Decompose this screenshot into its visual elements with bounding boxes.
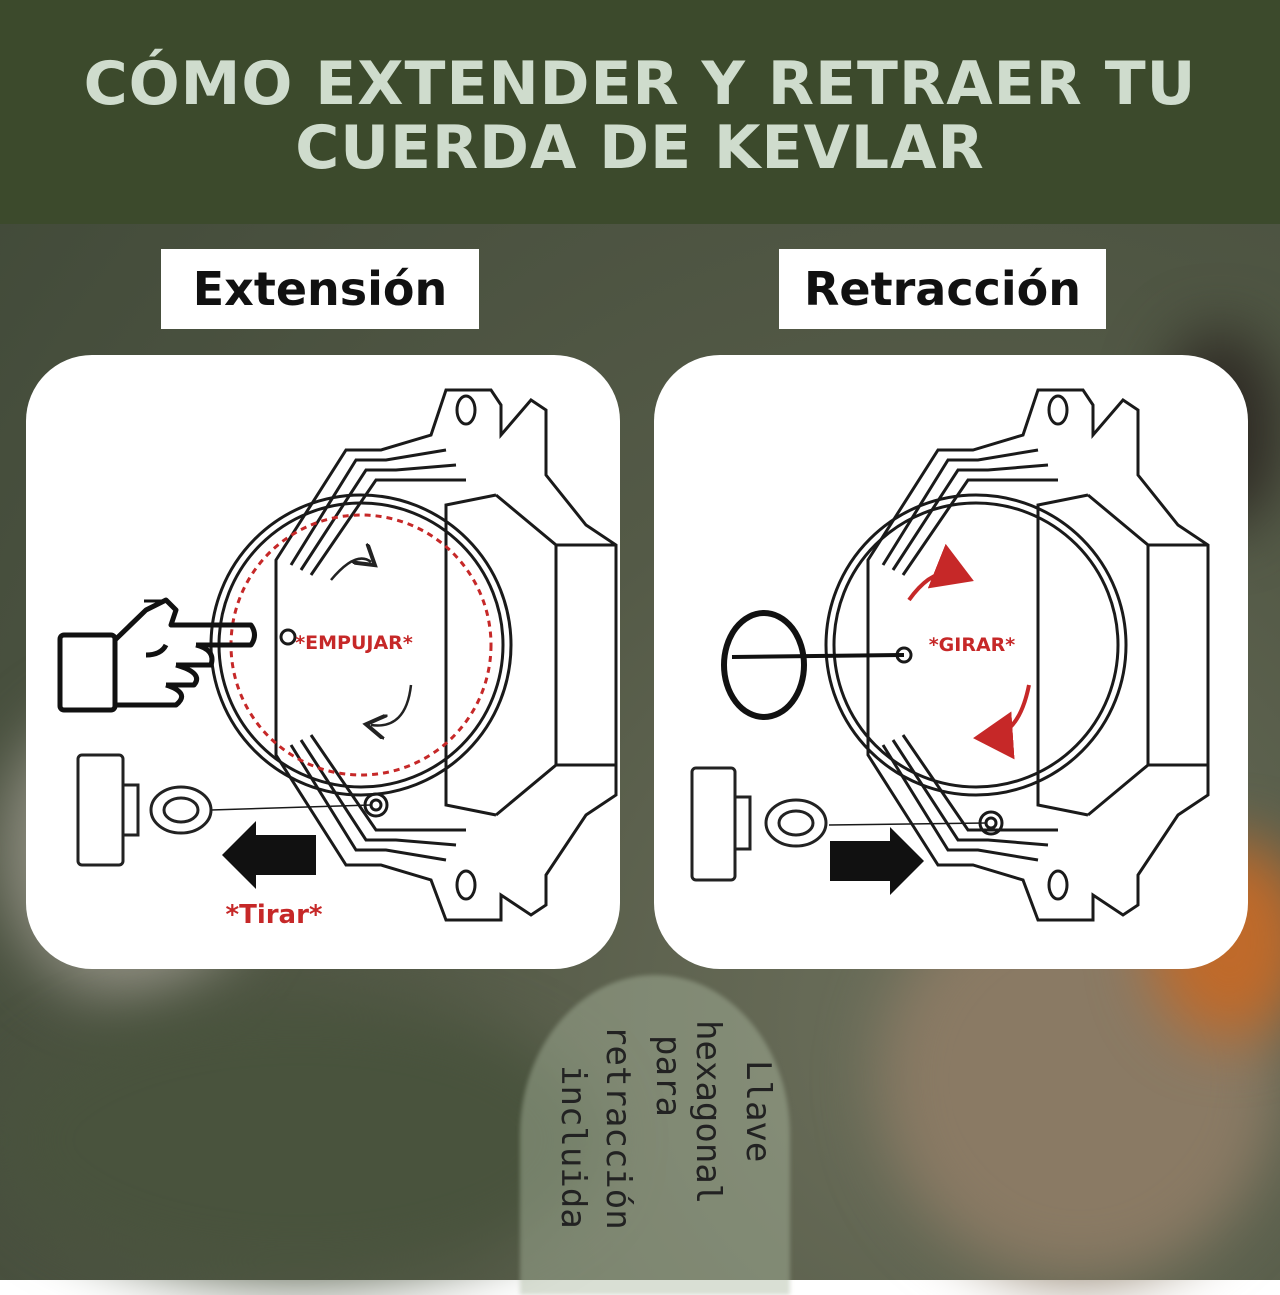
note-line-4: retracción xyxy=(598,1025,638,1230)
arrow-left-icon xyxy=(222,821,316,889)
anchor-mount xyxy=(76,753,213,867)
note-bubble xyxy=(520,975,790,1295)
hex-key-icon xyxy=(721,610,905,720)
extension-panel: *EMPUJAR* *Tirar* xyxy=(26,355,620,969)
page-title: CÓMO EXTENDER Y RETRAER TU CUERDA DE KEV… xyxy=(0,52,1280,180)
note-line-5: incluida xyxy=(553,1065,593,1229)
reel-device xyxy=(209,388,618,922)
extension-label-box: Extensión xyxy=(161,249,479,329)
reel-device xyxy=(824,388,1210,922)
retraction-label: Retracción xyxy=(804,262,1081,316)
header-banner: CÓMO EXTENDER Y RETRAER TU CUERDA DE KEV… xyxy=(0,0,1280,224)
turn-instruction: *GIRAR* xyxy=(929,634,1016,656)
rotate-arrow-icon xyxy=(371,684,413,726)
rotate-arrow-icon xyxy=(973,684,1031,760)
title-line-1: CÓMO EXTENDER Y RETRAER TU xyxy=(83,49,1197,119)
arrow-right-icon xyxy=(830,827,924,895)
note-line-3: para xyxy=(648,1035,688,1117)
extension-diagram: *EMPUJAR* *Tirar* xyxy=(57,388,618,930)
pull-instruction: *Tirar* xyxy=(225,900,322,930)
retraction-diagram: *GIRAR* xyxy=(690,388,1210,922)
rotate-arrow-icon xyxy=(907,543,974,602)
pointing-hand-icon xyxy=(57,597,257,713)
note-line-1: Llave xyxy=(738,1060,778,1163)
title-line-2: CUERDA DE KEVLAR xyxy=(295,113,985,183)
push-instruction: *EMPUJAR* xyxy=(295,632,413,654)
note-line-2: hexagonal xyxy=(688,1020,728,1205)
anchor-mount xyxy=(690,766,828,882)
rotate-arrow-icon xyxy=(330,559,371,581)
extension-label: Extensión xyxy=(192,262,448,316)
retraction-label-box: Retracción xyxy=(779,249,1106,329)
retraction-panel: *GIRAR* xyxy=(654,355,1248,969)
